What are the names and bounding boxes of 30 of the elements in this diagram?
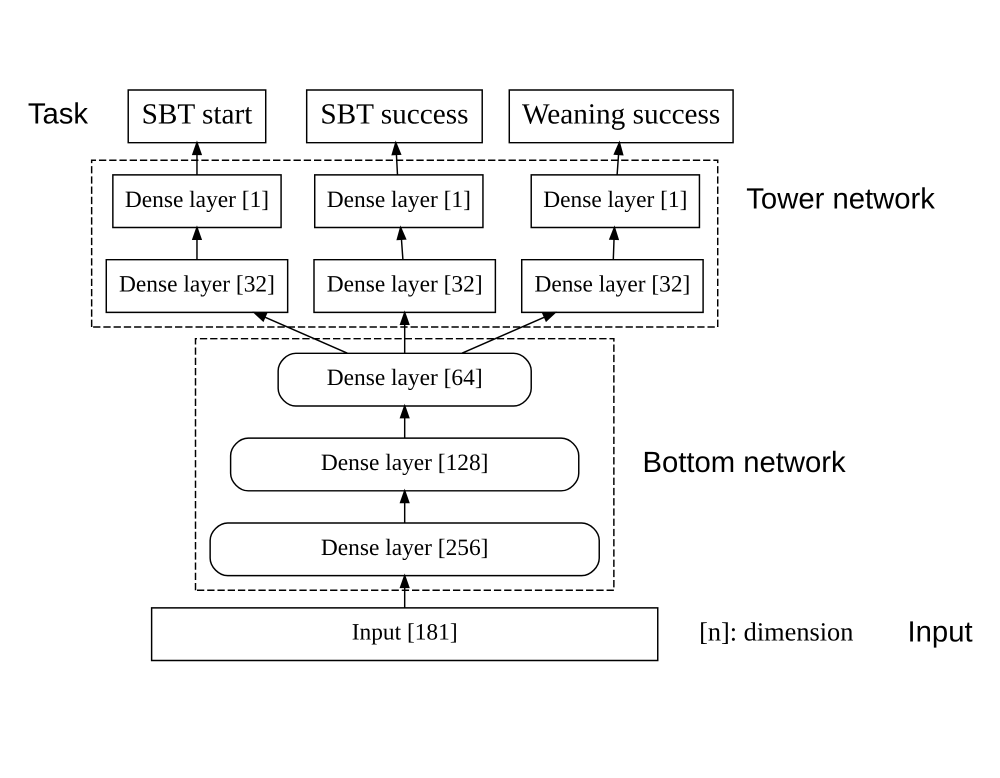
arrow <box>191 140 202 175</box>
arrow <box>608 225 619 260</box>
label: Task <box>27 98 88 131</box>
label: Tower network <box>746 184 934 216</box>
label: Input <box>907 616 972 648</box>
cluster <box>90 160 718 328</box>
node-box: Dense layer [1] <box>530 174 700 228</box>
arrow <box>612 140 624 175</box>
node-box: Dense layer [64] <box>276 352 532 407</box>
node-box: Dense layer [32] <box>520 258 704 314</box>
node-box: SBT start <box>126 89 266 144</box>
label: [n]: dimension <box>698 618 853 647</box>
cluster <box>194 338 614 592</box>
arrow <box>399 310 410 353</box>
arrow <box>399 488 410 523</box>
label: Bottom network <box>642 446 846 479</box>
arrow <box>396 225 406 260</box>
arrow <box>399 573 410 608</box>
arrow <box>399 404 410 438</box>
arrow <box>390 140 402 175</box>
node-box: Dense layer [1] <box>314 174 484 228</box>
node-box: SBT success <box>305 89 482 144</box>
node-box: Dense layer [128] <box>229 437 579 492</box>
arrow <box>191 225 202 260</box>
node-box: Dense layer [1] <box>112 174 282 228</box>
node-box: Dense layer [32] <box>105 258 288 314</box>
node-box: Input [181] <box>150 607 658 662</box>
node-box: Weaning success <box>508 89 734 144</box>
node-box: Dense layer [256] <box>208 522 600 576</box>
node-box: Dense layer [32] <box>312 258 496 314</box>
